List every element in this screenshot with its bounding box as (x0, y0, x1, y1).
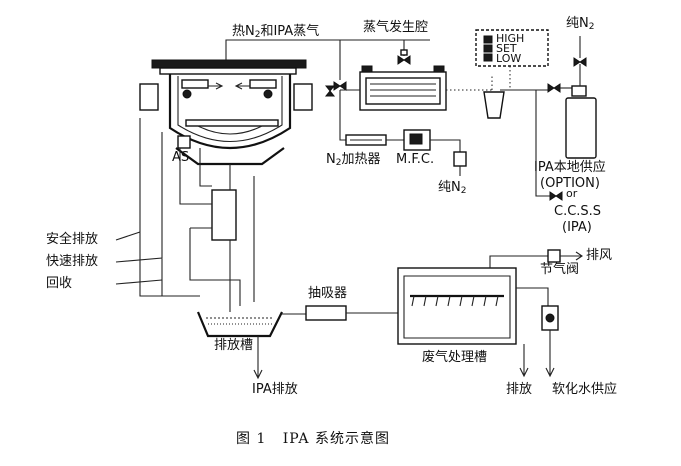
figure-caption: 图 1 IPA 系统示意图 (236, 432, 390, 447)
figure-title: IPA 系统示意图 (282, 431, 390, 447)
valve-top (397, 49, 411, 65)
ipa-supply-cylinder (565, 85, 597, 159)
aspirator (305, 305, 400, 321)
label-ccss-ipa: (IPA) (562, 220, 592, 235)
level-sensor-box (475, 29, 549, 67)
label-or: or (566, 187, 578, 200)
label-exhaust: 排风 (586, 248, 613, 263)
label-aspirator: 抽吸器 (308, 286, 348, 301)
label-waste-gas-tank: 废气处理槽 (422, 350, 488, 365)
label-mfc: M.F.C. (396, 152, 435, 167)
label-quick-drain: 快速排放 (46, 254, 99, 269)
n2-heater (345, 134, 387, 146)
label-ipa-drain: IPA排放 (252, 382, 298, 397)
steam-chamber (359, 65, 447, 111)
drain-tank (196, 311, 283, 338)
label-pure-n2-bottom: 纯N2 (438, 180, 467, 196)
label-steam-chamber: 蒸气发生腔 (363, 20, 429, 35)
label-recovery: 回收 (46, 276, 73, 291)
mfc-device (403, 129, 431, 151)
label-option: (OPTION) (540, 176, 600, 191)
figure-number: 图 1 (236, 431, 267, 447)
label-ccss: C.C.S.S (554, 204, 602, 219)
waste-gas-tank (397, 267, 517, 345)
label-damper: 节气阀 (540, 262, 580, 277)
label-n2-heater: N2加热器 (326, 152, 381, 168)
label-soft-water-supply: 软化水供应 (552, 382, 618, 397)
label-drain: 排放 (506, 382, 533, 397)
label-safety-drain: 安全排放 (46, 232, 99, 247)
label-as-sensor: AS (172, 150, 190, 165)
label-ipa-local-supply: IPA本地供应 (534, 160, 606, 175)
label-level-set: SET (496, 42, 517, 55)
label-drain-tank: 排放槽 (214, 338, 254, 353)
soft-water-valve (541, 305, 559, 331)
process-tank (139, 59, 313, 166)
label-pure-n2-top: 纯N2 (566, 16, 595, 32)
label-level-low: LOW (496, 52, 522, 65)
label-level-high: HIGH (496, 32, 525, 45)
label-hot-n2-ipa-vapor: 热N2和IPA蒸气 (232, 24, 320, 40)
